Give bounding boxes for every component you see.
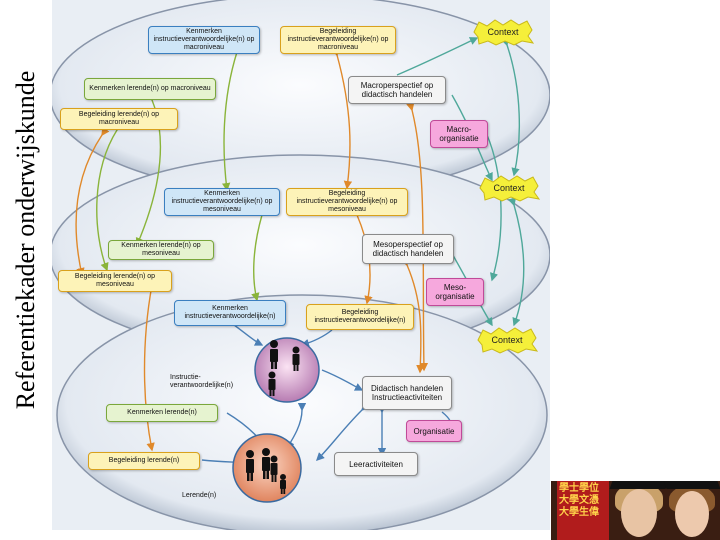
photo-person-2-cap bbox=[663, 481, 720, 489]
learners-label: Lerende(n) bbox=[182, 492, 217, 499]
macro-organisation-label: Macro-organisatie bbox=[439, 125, 479, 143]
photo-person-1-face bbox=[621, 489, 657, 537]
macro-organisation-box: Macro-organisatie bbox=[430, 120, 488, 148]
macro-instructor-guidance-box: Begeleiding instructieverantwoordelijke(… bbox=[280, 26, 396, 54]
meso-instructor-traits-label: Kenmerken instructieverantwoordelijke(n)… bbox=[171, 190, 273, 213]
micro-instructor-guidance-box: Begeleiding instructieverantwoordelijke(… bbox=[306, 304, 414, 330]
macro-learner-guidance-label: Begeleiding lerende(n) op macroniveau bbox=[78, 111, 160, 126]
photo-person-1-cap bbox=[609, 481, 669, 489]
didactic-action-label: Didactisch handelen Instructieactiviteit… bbox=[370, 384, 444, 402]
didactic-action-box: Didactisch handelen Instructieactiviteit… bbox=[362, 376, 452, 410]
context-star-shape bbox=[477, 327, 539, 354]
micro-instructor-traits-label: Kenmerken instructieverantwoordelijke(n) bbox=[184, 305, 276, 320]
macro-learner-traits-label: Kenmerken lerende(n) op macroniveau bbox=[89, 85, 211, 92]
learners-icon bbox=[246, 448, 286, 494]
context-star-shape bbox=[473, 19, 535, 46]
micro-learner-traits-box: Kenmerken lerende(n) bbox=[106, 404, 218, 422]
meso-instructor-traits-box: Kenmerken instructieverantwoordelijke(n)… bbox=[164, 188, 280, 216]
meso-perspective-box: Mesoperspectief op didactisch handelen bbox=[362, 234, 454, 264]
micro-instructor-guidance-label: Begeleiding instructieverantwoordelijke(… bbox=[314, 309, 406, 324]
instructors-circle bbox=[254, 337, 320, 403]
meso-organisation-label: Meso-organisatie bbox=[435, 283, 475, 301]
photo-person-2-face bbox=[675, 491, 709, 537]
micro-instructor-traits-box: Kenmerken instructieverantwoordelijke(n) bbox=[174, 300, 286, 326]
context-label-macro: Context bbox=[487, 27, 519, 37]
micro-learner-traits-label: Kenmerken lerende(n) bbox=[127, 409, 197, 416]
meso-learner-traits-box: Kenmerken lerende(n) op mesoniveau bbox=[108, 240, 214, 260]
meso-organisation-box: Meso-organisatie bbox=[426, 278, 484, 306]
micro-organisation-box: Organisatie bbox=[406, 420, 462, 442]
graduation-photo: 學士學位 大學文憑 大學生偉 bbox=[551, 481, 720, 540]
macro-instructor-traits-label: Kenmerken instructieverantwoordelijke(n)… bbox=[153, 28, 255, 51]
context-star-shape bbox=[479, 175, 541, 202]
instructors-label: Instructie-verantwoordelijke(n) bbox=[170, 374, 234, 389]
instructors-icon bbox=[268, 340, 300, 396]
meso-learner-traits-label: Kenmerken lerende(n) op mesoniveau bbox=[121, 242, 201, 257]
context-star-macro: Context bbox=[470, 18, 536, 46]
macro-learner-guidance-box: Begeleiding lerende(n) op macroniveau bbox=[60, 108, 178, 130]
macro-instructor-traits-box: Kenmerken instructieverantwoordelijke(n)… bbox=[148, 26, 260, 54]
micro-organisation-label: Organisatie bbox=[413, 426, 455, 436]
macro-instructor-guidance-label: Begeleiding instructieverantwoordelijke(… bbox=[287, 28, 389, 51]
context-star-micro: Context bbox=[474, 326, 540, 354]
context-star-meso: Context bbox=[476, 174, 542, 202]
context-label-micro: Context bbox=[491, 335, 523, 345]
meso-instructor-guidance-label: Begeleiding instructieverantwoordelijke(… bbox=[296, 190, 398, 213]
meso-learner-guidance-box: Begeleiding lerende(n) op mesoniveau bbox=[58, 270, 172, 292]
side-title: Referentiekader onderwijskunde bbox=[0, 0, 52, 480]
side-title-text: Referentiekader onderwijskunde bbox=[11, 70, 40, 410]
photo-signboard bbox=[557, 481, 609, 540]
meso-learner-guidance-label: Begeleiding lerende(n) op mesoniveau bbox=[74, 273, 156, 288]
meso-instructor-guidance-box: Begeleiding instructieverantwoordelijke(… bbox=[286, 188, 408, 216]
macro-perspective-label: Macroperspectief op didactisch handelen bbox=[360, 81, 434, 99]
macro-learner-traits-box: Kenmerken lerende(n) op macroniveau bbox=[84, 78, 216, 100]
macro-perspective-box: Macroperspectief op didactisch handelen bbox=[348, 76, 446, 104]
model-diagram: Kenmerken instructieverantwoordelijke(n)… bbox=[52, 0, 550, 530]
photo-sign-text: 學士學位 大學文憑 大學生偉 bbox=[559, 483, 599, 518]
meso-perspective-label: Mesoperspectief op didactisch handelen bbox=[372, 240, 444, 258]
context-label-meso: Context bbox=[493, 183, 525, 193]
learning-activities-label: Leeractiviteiten bbox=[349, 459, 403, 469]
micro-learner-guidance-box: Begeleiding lerende(n) bbox=[88, 452, 200, 470]
learning-activities-box: Leeractiviteiten bbox=[334, 452, 418, 476]
micro-learner-guidance-label: Begeleiding lerende(n) bbox=[108, 457, 180, 464]
